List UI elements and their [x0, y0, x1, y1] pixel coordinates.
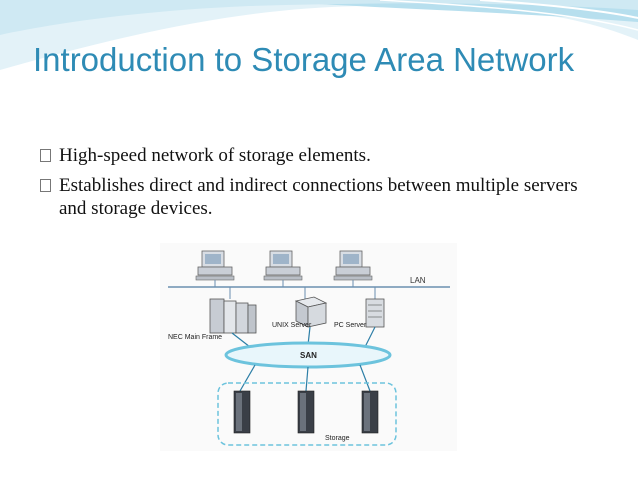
bullet-box-icon	[40, 179, 51, 192]
mainframe-icon	[209, 298, 257, 334]
workstation-icon	[333, 250, 373, 287]
server-label-mainframe: NEC Main Frame	[168, 334, 222, 341]
bullet-item: Establishes direct and indirect connecti…	[36, 174, 596, 220]
storage-device-icon	[361, 390, 379, 434]
slide-title: Introduction to Storage Area Network	[33, 41, 575, 78]
storage-device-icon	[297, 390, 315, 434]
bullet-item: High-speed network of storage elements.	[36, 144, 596, 167]
bullet-list: High-speed network of storage elements. …	[36, 144, 596, 227]
storage-device-icon	[233, 390, 251, 434]
san-diagram: LAN	[160, 243, 457, 451]
lan-label: LAN	[410, 276, 426, 285]
server-label-pc: PC Server	[334, 322, 367, 329]
storage-label: Storage	[325, 435, 350, 442]
workstation-icon	[263, 250, 303, 287]
unix-server-icon	[294, 296, 328, 328]
storage-group-box	[217, 382, 397, 446]
san-label: SAN	[300, 351, 317, 360]
header-wave-decoration	[0, 0, 638, 70]
bullet-text: High-speed network of storage elements.	[59, 145, 371, 166]
workstation-icon	[195, 250, 235, 287]
bullet-text: Establishes direct and indirect connecti…	[59, 175, 578, 219]
bullet-box-icon	[40, 149, 51, 162]
server-label-unix: UNIX Server	[272, 322, 312, 329]
pc-server-icon	[365, 298, 385, 328]
